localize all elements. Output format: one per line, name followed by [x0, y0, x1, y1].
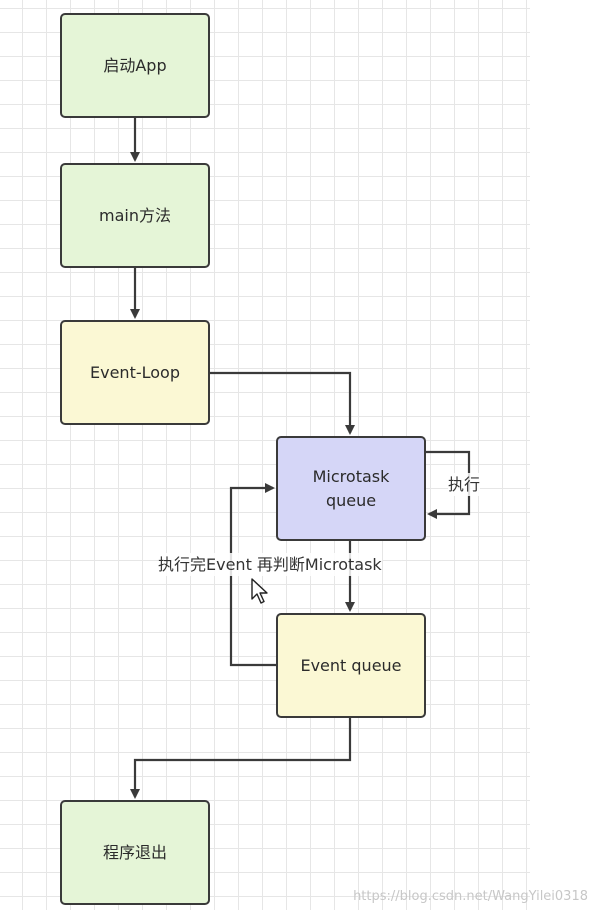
edge-event-queue-to-microtask — [229, 483, 276, 667]
edge-label-execute: 执行 — [448, 473, 481, 497]
node-main-method[interactable]: main方法 — [60, 163, 210, 268]
canvas-edge — [530, 0, 596, 910]
edge-loop-to-microtask — [210, 371, 355, 435]
mouse-pointer-icon — [251, 578, 268, 604]
node-program-exit[interactable]: 程序退出 — [60, 800, 210, 905]
edge-event-queue-to-exit — [130, 718, 352, 799]
node-event-queue[interactable]: Event queue — [276, 613, 426, 718]
node-microtask-queue[interactable]: Microtask queue — [276, 436, 426, 541]
watermark: https://blog.csdn.net/WangYilei0318 — [353, 889, 588, 904]
node-event-loop[interactable]: Event-Loop — [60, 320, 210, 425]
node-start-app[interactable]: 启动App — [60, 13, 210, 118]
edge-label-after-event: 执行完Event 再判断Microtask — [158, 553, 382, 577]
